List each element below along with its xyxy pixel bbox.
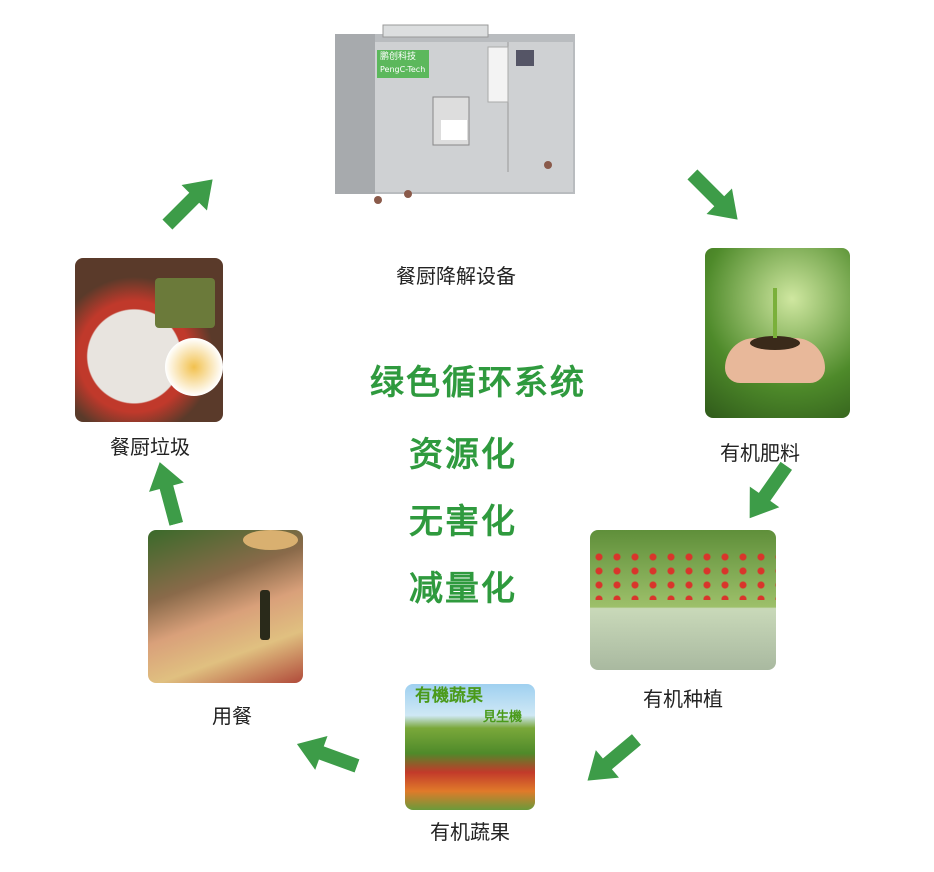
organic-produce-image: 有機蔬果 見生機 — [405, 684, 535, 810]
organic-fertilizer-image — [705, 248, 850, 418]
food-waste-degradation-machine: 鹏创科技 PengC-Tech — [333, 22, 585, 205]
machine-brand-cn: 鹏创科技 — [380, 52, 417, 62]
food-waste-label: 餐厨垃圾 — [110, 435, 190, 459]
organic-planting-image — [590, 530, 776, 670]
center-item-harmless: 无害化 — [409, 502, 517, 542]
center-title: 绿色循环系统 — [370, 363, 586, 403]
produce-image-title: 有機蔬果 — [415, 686, 483, 706]
machine-label: 餐厨降解设备 — [396, 264, 516, 288]
dining-label: 用餐 — [212, 704, 252, 728]
arrow-fertilizer-to-planting — [749, 461, 793, 519]
arrow-machine-to-fertilizer — [687, 169, 738, 220]
food-waste-image — [75, 258, 223, 422]
arrow-planting-to-produce — [587, 734, 642, 781]
arrow-waste-to-machine — [162, 179, 213, 230]
dining-image — [148, 530, 303, 683]
fertilizer-label: 有机肥料 — [720, 441, 800, 465]
produce-label: 有机蔬果 — [430, 820, 510, 844]
arrow-dining-to-waste — [149, 462, 184, 526]
machine-brand-en: PengC-Tech — [380, 65, 426, 74]
produce-image-subtitle: 見生機 — [483, 710, 523, 725]
center-item-reduction: 减量化 — [409, 569, 517, 609]
center-item-resource: 资源化 — [409, 435, 517, 475]
planting-label: 有机种植 — [643, 687, 723, 711]
arrow-produce-to-dining — [296, 736, 360, 773]
